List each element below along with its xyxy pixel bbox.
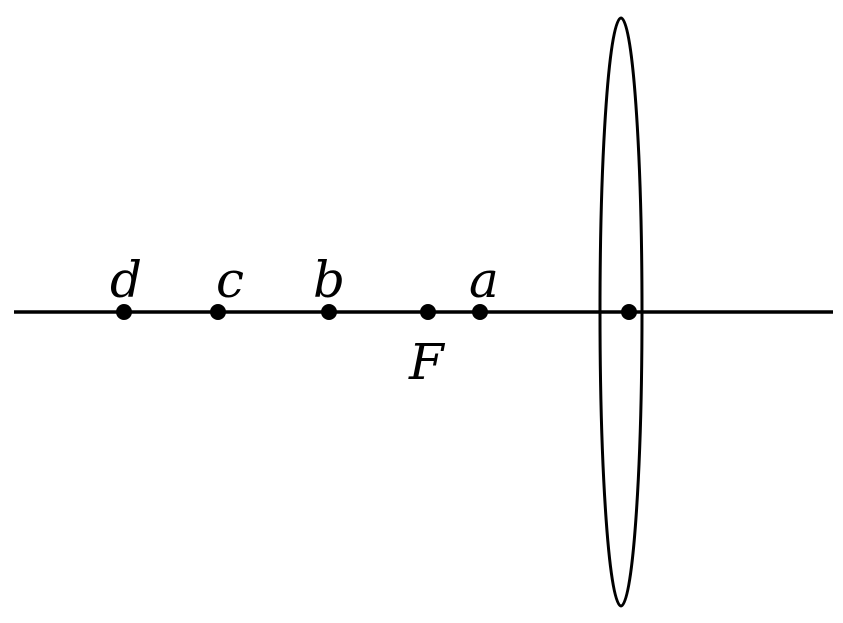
point-a (472, 304, 488, 320)
label-d: d (110, 251, 142, 309)
point-c (210, 304, 226, 320)
label-c: c (216, 251, 244, 309)
label-f: F (408, 333, 446, 391)
lens-center-point (621, 304, 637, 320)
label-b: b (313, 251, 345, 309)
convex-lens (598, 16, 644, 608)
point-b (321, 304, 337, 320)
label-a: a (469, 251, 499, 309)
point-focus-f (420, 304, 436, 320)
point-d (116, 304, 132, 320)
